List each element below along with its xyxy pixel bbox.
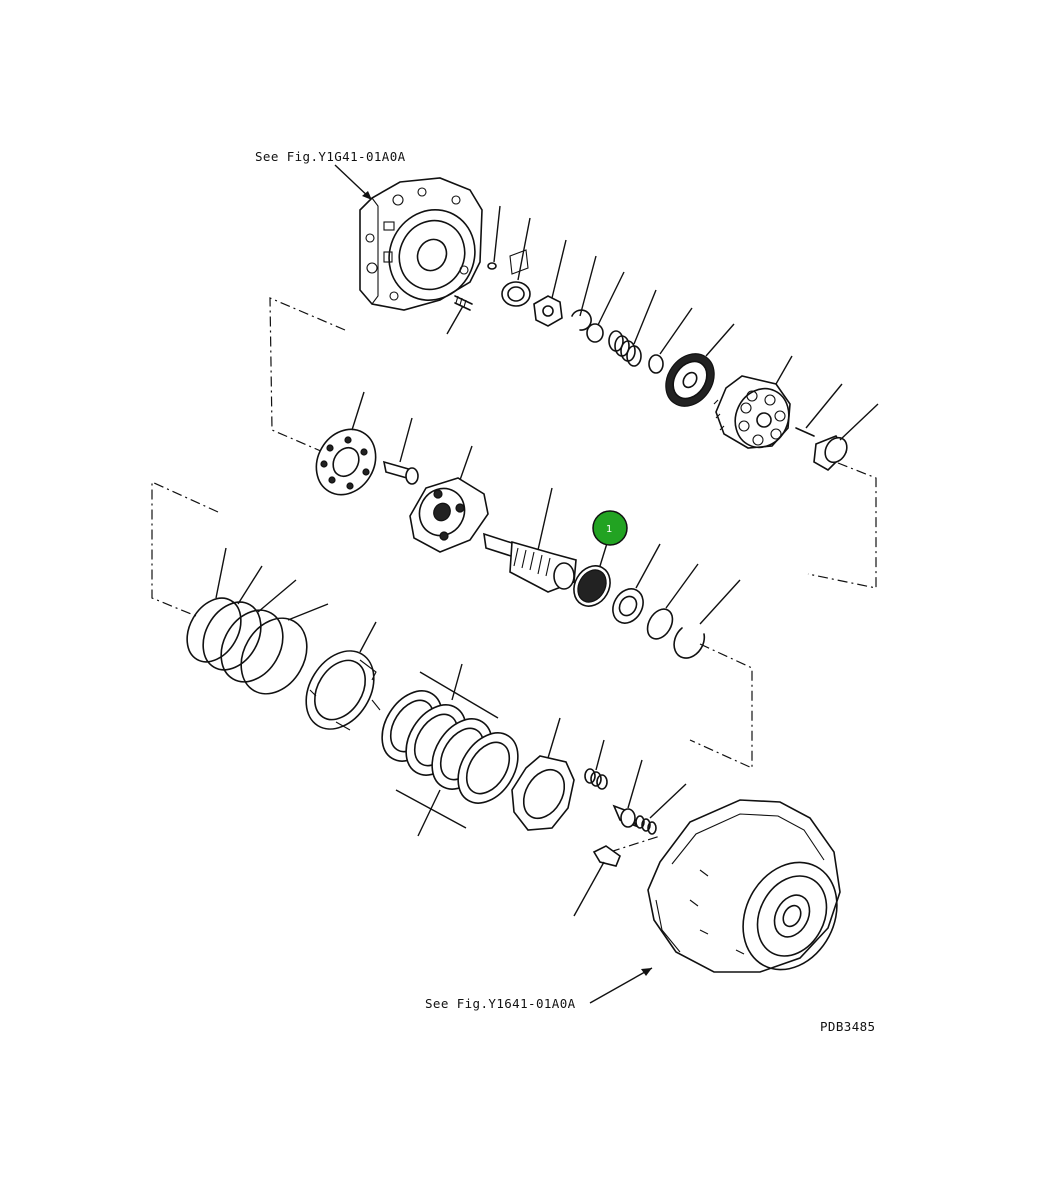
cylinder-block: [713, 355, 793, 449]
reference-arrow-bottom: [589, 967, 653, 1004]
bushing: [813, 403, 879, 471]
sleeve: [501, 217, 531, 307]
valve-housing: [359, 177, 483, 311]
brake-plate: [511, 717, 575, 831]
o-ring-small: [586, 271, 625, 343]
plug-small: [487, 205, 501, 270]
drive-shaft: [483, 487, 577, 593]
brake-piston: [305, 621, 381, 731]
valve-plate: [665, 323, 735, 407]
swash-plate: [409, 445, 489, 553]
piston: [382, 417, 419, 485]
seal-rings: [186, 547, 329, 695]
spring-top: [608, 289, 657, 367]
friction-discs: [381, 663, 519, 837]
spring-brake: [584, 739, 608, 790]
bearing-outer: [612, 543, 661, 624]
bearing: [573, 539, 611, 607]
spring-lower: [635, 783, 687, 835]
snap-ring-shaft: [673, 579, 741, 659]
motor-case: [647, 799, 841, 973]
retainer-plate: [315, 391, 377, 496]
stud-bolt: [446, 295, 473, 335]
assembly-outline-lines: [151, 297, 877, 853]
sleeve-lower: [612, 759, 643, 828]
washer-top: [648, 307, 693, 374]
reference-arrow-top: [334, 164, 373, 201]
shim: [646, 563, 699, 640]
callout-marker-1[interactable]: 1: [592, 510, 628, 546]
pin: [795, 383, 843, 437]
callout-number: 1: [606, 524, 612, 535]
reference-label-bottom: See Fig.Y1641-01A0A: [425, 996, 576, 1011]
spool-cap: [533, 239, 567, 327]
snap-ring-small: [571, 255, 597, 331]
drawing-code: PDB3485: [820, 1019, 875, 1034]
reference-label-top: See Fig.Y1G41-01A0A: [255, 149, 406, 164]
plug-lower: [573, 845, 621, 917]
